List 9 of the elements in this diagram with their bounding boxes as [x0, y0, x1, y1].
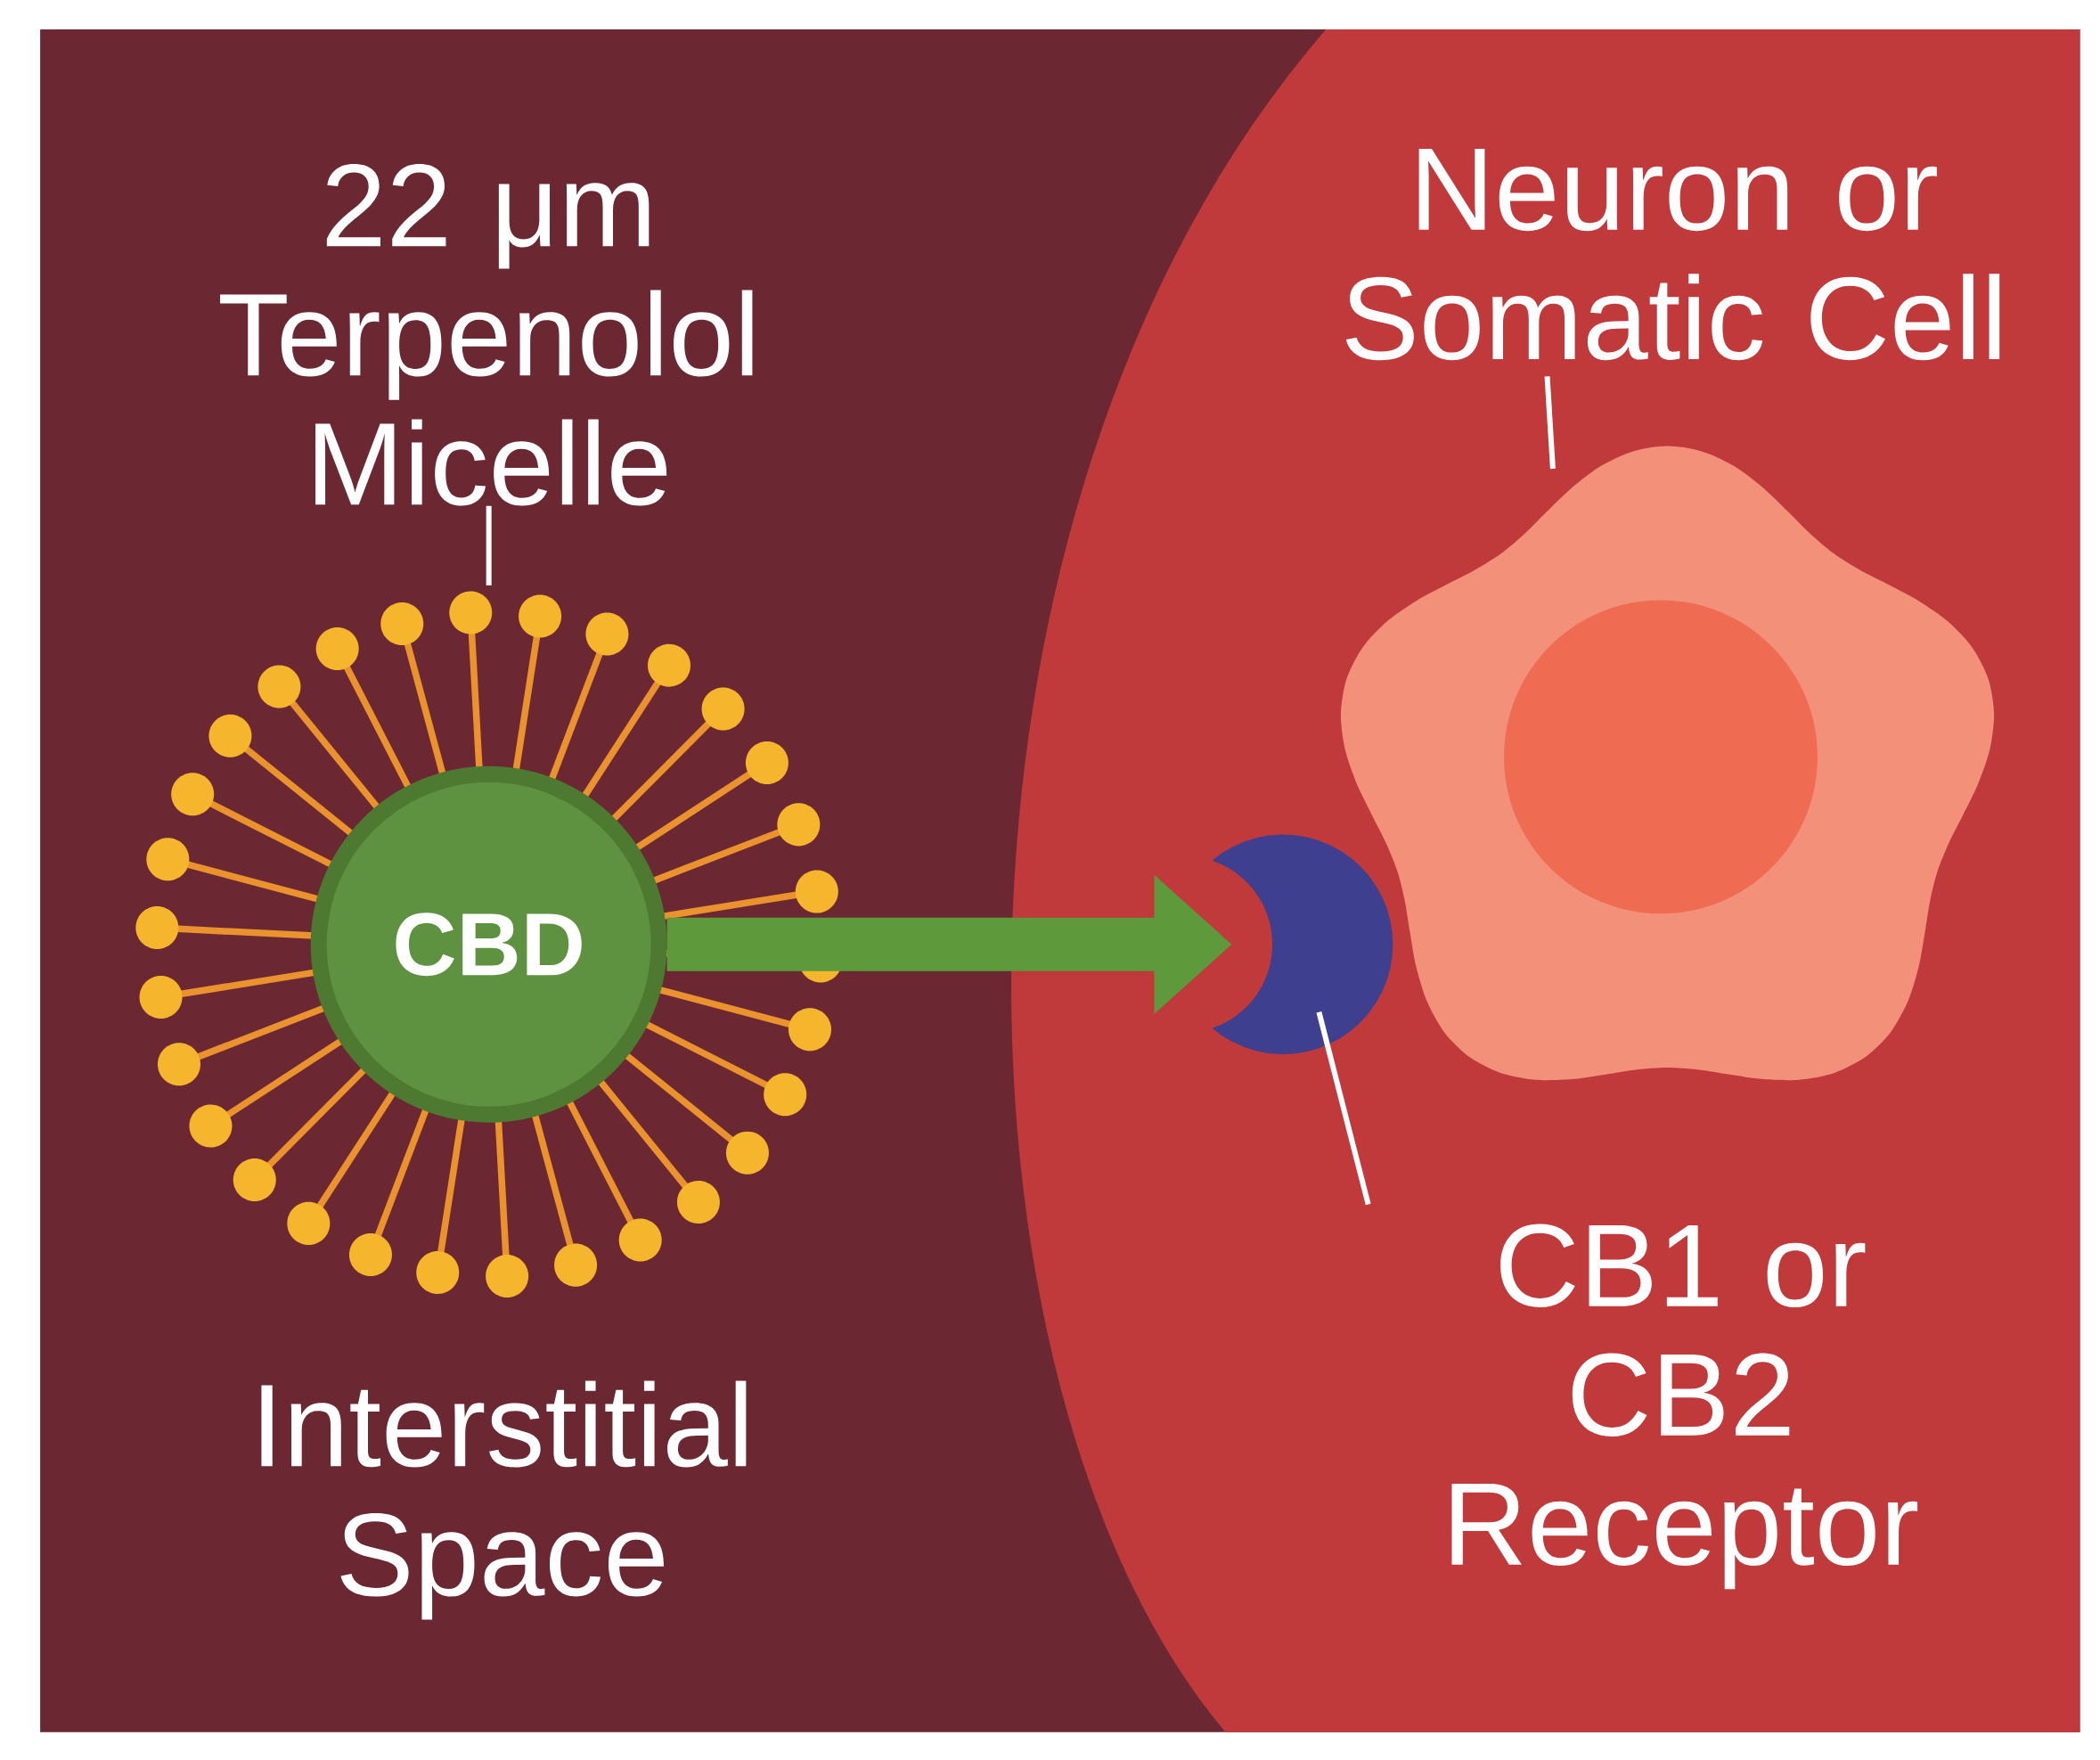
leader-line	[1544, 376, 1556, 470]
leader-line	[1316, 1011, 1371, 1206]
callout-label: 22 μm Terpenolol Micelle	[220, 163, 753, 506]
leader-line	[486, 505, 492, 585]
callout-label: Neuron or Somatic Cell	[1345, 148, 2000, 361]
receptor-drawing	[1212, 834, 1393, 1054]
micelle-drawing: CBD	[135, 591, 842, 1297]
cell-drawing	[1340, 446, 1995, 1081]
callout-label: CB1 or CB2 Receptor	[1451, 1224, 1918, 1590]
